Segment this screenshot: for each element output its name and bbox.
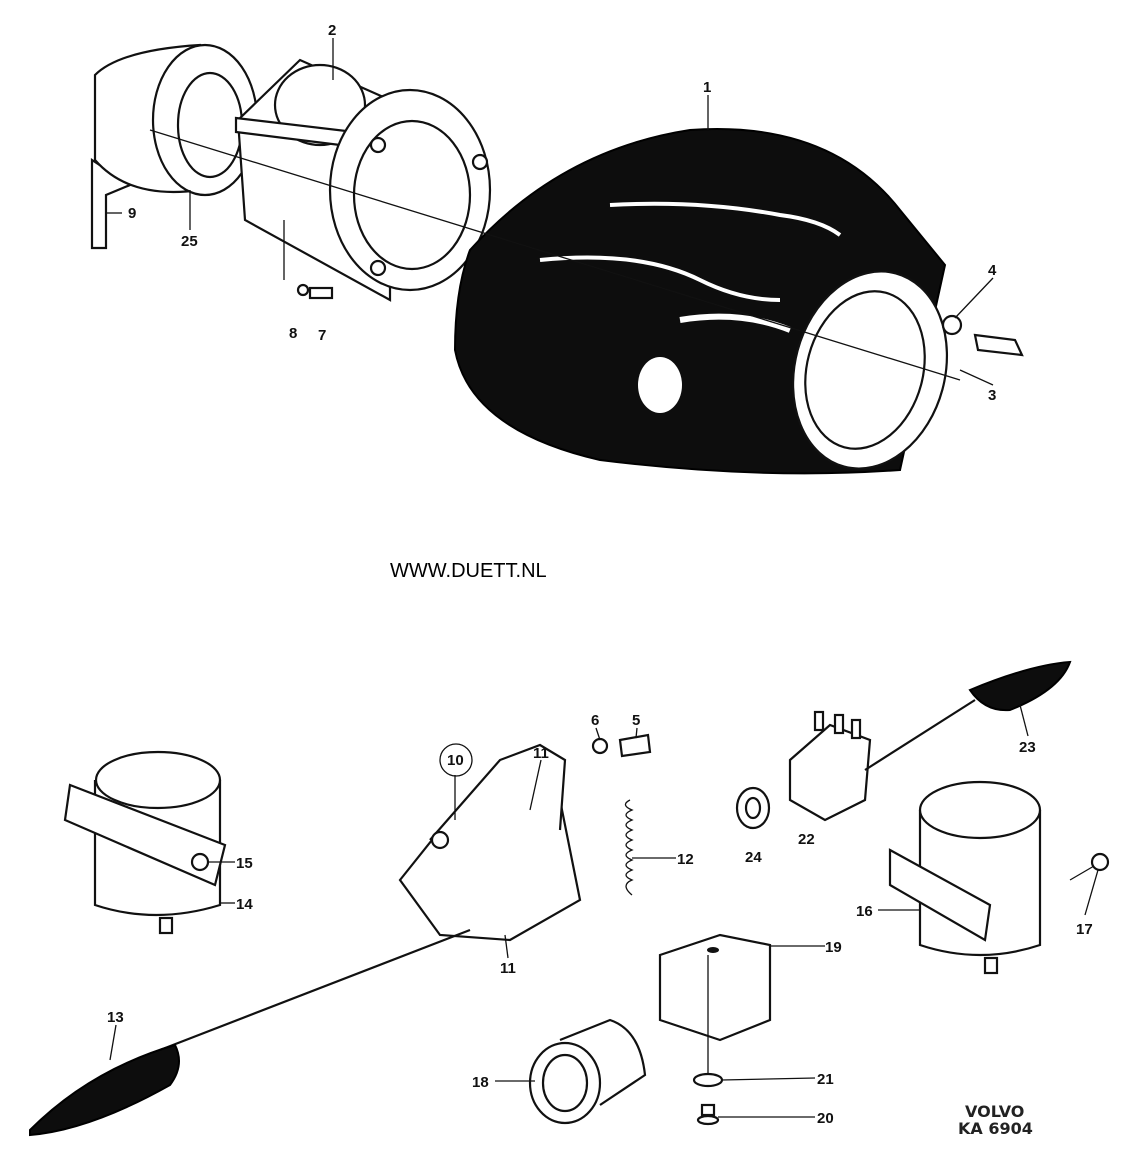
- callout-16: 16: [856, 903, 873, 920]
- callout-14: 14: [236, 896, 253, 913]
- callout-1: 1: [703, 79, 711, 96]
- headlamp-housing-1: [453, 128, 949, 475]
- spring-12: [624, 799, 634, 896]
- callout-8: 8: [289, 325, 297, 342]
- callout-5: 5: [632, 712, 640, 729]
- callout-13: 13: [107, 1009, 124, 1026]
- screw-15: [190, 852, 210, 872]
- callout-10: 10: [447, 752, 464, 769]
- relay-14: [63, 750, 227, 935]
- relay-16: [888, 780, 1042, 975]
- screw-5-washer-6: [591, 733, 652, 758]
- drawing-brand: VOLVO: [965, 1102, 1024, 1121]
- switch-10: [398, 743, 582, 942]
- callout-18: 18: [472, 1074, 489, 1091]
- callout-10-circle: [439, 743, 473, 777]
- bracket-19: [658, 933, 772, 1042]
- screw-17: [1069, 852, 1110, 881]
- bolt-7: [296, 283, 334, 300]
- callout-12: 12: [677, 851, 694, 868]
- callout-9: 9: [128, 205, 136, 222]
- callout-11-bottom: 11: [500, 960, 516, 977]
- callout-25: 25: [181, 233, 198, 250]
- switch-22: [788, 710, 872, 822]
- callout-6: 6: [591, 712, 599, 729]
- callout-19: 19: [825, 939, 842, 956]
- watermark-url: WWW.DUETT.NL: [390, 560, 547, 582]
- callout-2: 2: [328, 22, 336, 39]
- screw-3: [941, 314, 1024, 357]
- callout-22: 22: [798, 831, 815, 848]
- callout-23: 23: [1019, 739, 1036, 756]
- callout-24: 24: [745, 849, 762, 866]
- callout-20: 20: [817, 1110, 834, 1127]
- callout-4: 4: [988, 262, 997, 279]
- leader-lines: [106, 38, 1099, 1118]
- lever-13: [29, 928, 471, 1137]
- callout-21: 21: [817, 1071, 834, 1088]
- lever-23: [864, 660, 1072, 771]
- flasher-18: [528, 1018, 647, 1125]
- callout-11-top: 11: [533, 745, 549, 762]
- callout-3: 3: [988, 387, 996, 404]
- nut-24: [735, 786, 771, 830]
- ring-25: [93, 43, 259, 197]
- callout-17: 17: [1076, 921, 1093, 938]
- flange-ring: [328, 88, 492, 292]
- callout-15: 15: [236, 855, 253, 872]
- callout-7: 7: [318, 327, 326, 344]
- washer-21-screw-20: [692, 1072, 724, 1126]
- drawing-number: KA 6904: [958, 1119, 1033, 1138]
